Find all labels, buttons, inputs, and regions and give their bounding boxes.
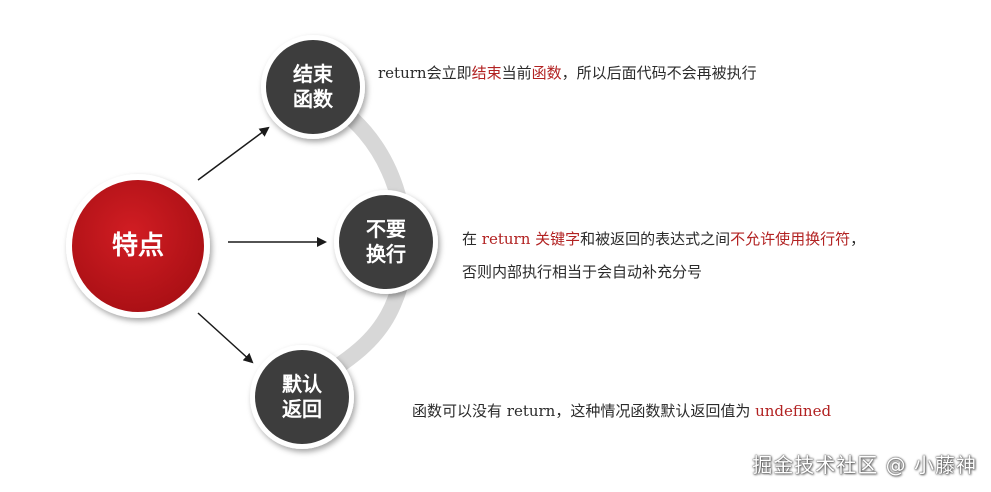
desc-seg-highlight: undefined (755, 402, 832, 420)
desc-seg-highlight: 结束 (471, 64, 502, 82)
desc-seg: ，所以后面代码不会再被执行 (561, 64, 757, 82)
desc-seg: 函数可以没有 return，这种情况函数默认返回值为 (412, 402, 756, 420)
description-default-return: 函数可以没有 return，这种情况函数默认返回值为 undefined (412, 400, 831, 421)
center-circle-fill (72, 180, 204, 312)
desc-seg: 和被返回的表达式之间 (580, 230, 731, 248)
desc-seg: return会立即 (378, 64, 472, 82)
desc-seg: 在 (462, 230, 482, 248)
node-label-default-return: 默认 返回 (282, 372, 322, 421)
center-label: 特点 (111, 230, 164, 261)
node-label-no-linebreak: 不要 换行 (366, 217, 406, 266)
watermark: 掘金技术社区 @ 小藤神 (752, 453, 977, 477)
node-label-end-function: 结束 函数 (293, 62, 333, 111)
desc-seg-highlight: 不允许使用换行符 (730, 230, 851, 248)
node-circle-default-return (250, 345, 354, 449)
node-circle-no-linebreak (334, 190, 438, 294)
desc-seg: 当前 (501, 64, 532, 82)
description-no-linebreak: 在 return 关键字和被返回的表达式之间不允许使用换行符， (462, 228, 865, 249)
desc-seg-highlight: 函数 (531, 64, 562, 82)
description-no-linebreak-line2: 否则内部执行相当于会自动补充分号 (462, 263, 703, 281)
desc-seg: ， (850, 230, 866, 248)
node-circle-end-function (261, 35, 365, 139)
arrow-to-default-return (197, 312, 254, 364)
arrow-to-end-function (197, 126, 270, 181)
description-end-function: return会立即结束当前函数，所以后面代码不会再被执行 (378, 62, 757, 83)
desc-seg-highlight: return 关键字 (481, 230, 581, 248)
